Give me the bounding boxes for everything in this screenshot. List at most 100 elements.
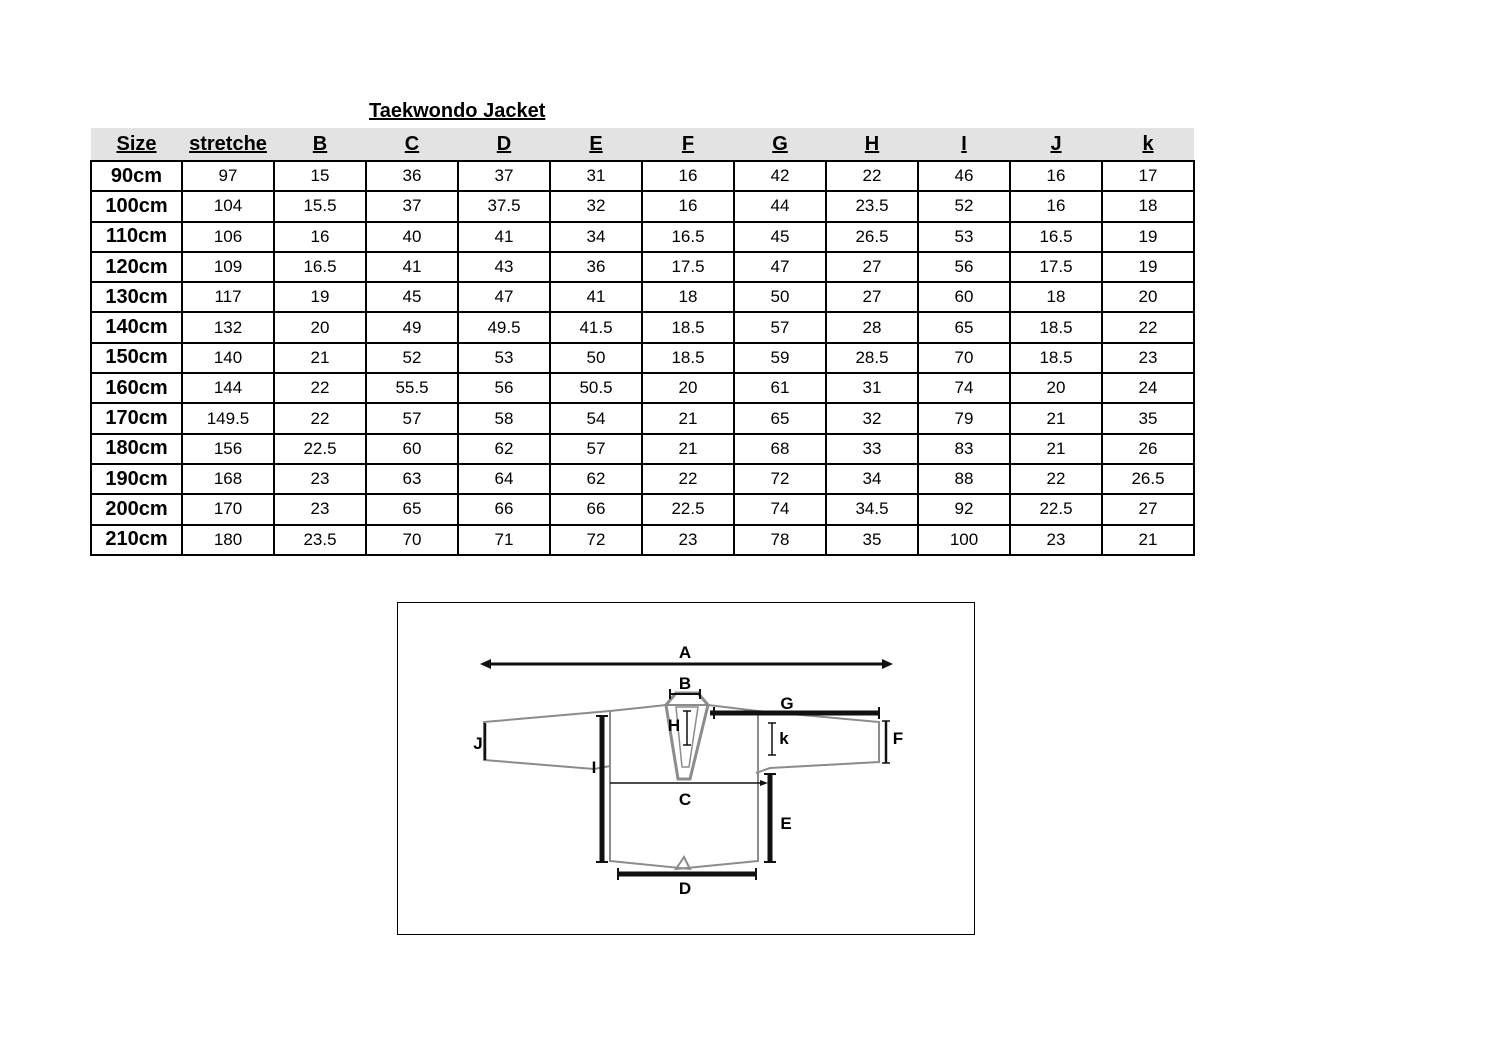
column-header-i: I: [918, 128, 1010, 162]
dimension-a-arrow-right: [882, 659, 893, 669]
measurement-cell: 21: [273, 341, 367, 375]
measurement-cell: 65: [917, 311, 1011, 344]
measurement-cell: 68: [733, 432, 827, 465]
measurement-cell: 34: [825, 462, 919, 496]
measurement-cell: 16: [1009, 159, 1103, 193]
measurement-cell: 23: [1009, 523, 1103, 556]
column-header-k: k: [1102, 128, 1194, 162]
measurement-cell: 66: [457, 493, 551, 526]
measurement-cell: 117: [181, 281, 275, 314]
column-header-c: C: [366, 128, 458, 162]
measurement-cell: 24: [1101, 372, 1195, 405]
column-header-f: F: [642, 128, 734, 162]
measurement-cell: 21: [1101, 523, 1195, 556]
measurement-cell: 18.5: [641, 341, 735, 375]
measurement-cell: 31: [825, 372, 919, 405]
measurement-cell: 46: [917, 159, 1011, 193]
measurement-cell: 149.5: [181, 402, 275, 435]
measurement-cell: 26: [1101, 432, 1195, 465]
measurement-cell: 144: [181, 372, 275, 405]
column-header-e: E: [550, 128, 642, 162]
measurement-cell: 15: [273, 159, 367, 193]
measurement-cell: 170: [181, 493, 275, 526]
size-cell: 120cm: [90, 250, 183, 284]
label-c: C: [679, 790, 691, 809]
measurement-cell: 64: [457, 462, 551, 496]
measurement-cell: 56: [457, 372, 551, 405]
measurement-cell: 88: [917, 462, 1011, 496]
column-header-j: J: [1010, 128, 1102, 162]
measurement-cell: 36: [549, 250, 643, 284]
jacket-diagram-svg: A B G H I C E D J F k: [473, 643, 903, 898]
measurement-cell: 50.5: [549, 372, 643, 405]
measurement-cell: 49.5: [457, 311, 551, 344]
size-cell: 90cm: [90, 159, 183, 193]
measurement-cell: 62: [457, 432, 551, 465]
measurement-cell: 22: [1101, 311, 1195, 344]
page-title: Taekwondo Jacket: [369, 100, 546, 122]
measurement-cell: 18.5: [641, 311, 735, 344]
measurement-cell: 18: [1009, 281, 1103, 314]
measurement-cell: 21: [1009, 402, 1103, 435]
column-header-stretche: stretche: [182, 128, 274, 162]
measurement-cell: 20: [1009, 372, 1103, 405]
measurement-cell: 66: [549, 493, 643, 526]
size-cell: 170cm: [90, 402, 183, 435]
label-b: B: [679, 674, 691, 693]
label-k: k: [779, 729, 789, 748]
measurement-cell: 23.5: [825, 190, 919, 223]
measurement-cell: 37.5: [457, 190, 551, 223]
measurement-cell: 17: [1101, 159, 1195, 193]
measurement-cell: 19: [1101, 250, 1195, 284]
measurement-cell: 63: [365, 462, 459, 496]
measurement-cell: 21: [1009, 432, 1103, 465]
measurement-cell: 140: [181, 341, 275, 375]
measurement-cell: 49: [365, 311, 459, 344]
measurement-cell: 16.5: [1009, 220, 1103, 253]
measurement-cell: 33: [825, 432, 919, 465]
measurement-cell: 16.5: [641, 220, 735, 253]
measurement-cell: 100: [917, 523, 1011, 556]
measurement-cell: 20: [1101, 281, 1195, 314]
measurement-cell: 60: [365, 432, 459, 465]
measurement-cell: 74: [917, 372, 1011, 405]
collar-inner-outline: [675, 706, 699, 768]
measurement-cell: 22.5: [273, 432, 367, 465]
measurement-cell: 23: [641, 523, 735, 556]
measurement-cell: 65: [365, 493, 459, 526]
measurement-cell: 57: [365, 402, 459, 435]
measurement-cell: 32: [549, 190, 643, 223]
label-f: F: [893, 729, 903, 748]
measurement-cell: 168: [181, 462, 275, 496]
measurement-cell: 20: [641, 372, 735, 405]
label-a: A: [679, 643, 691, 662]
measurement-cell: 56: [917, 250, 1011, 284]
label-d: D: [679, 879, 691, 898]
measurement-cell: 35: [825, 523, 919, 556]
measurement-cell: 45: [365, 281, 459, 314]
measurement-cell: 19: [1101, 220, 1195, 253]
measurement-cell: 43: [457, 250, 551, 284]
size-cell: 160cm: [90, 372, 183, 405]
measurement-cell: 22: [825, 159, 919, 193]
measurement-cell: 28: [825, 311, 919, 344]
jacket-outline: [483, 691, 880, 871]
measurement-cell: 15.5: [273, 190, 367, 223]
measurement-cell: 22: [273, 372, 367, 405]
measurement-cell: 57: [549, 432, 643, 465]
measurement-cell: 132: [181, 311, 275, 344]
measurement-cell: 16: [273, 220, 367, 253]
column-header-h: H: [826, 128, 918, 162]
measurement-cell: 22: [273, 402, 367, 435]
